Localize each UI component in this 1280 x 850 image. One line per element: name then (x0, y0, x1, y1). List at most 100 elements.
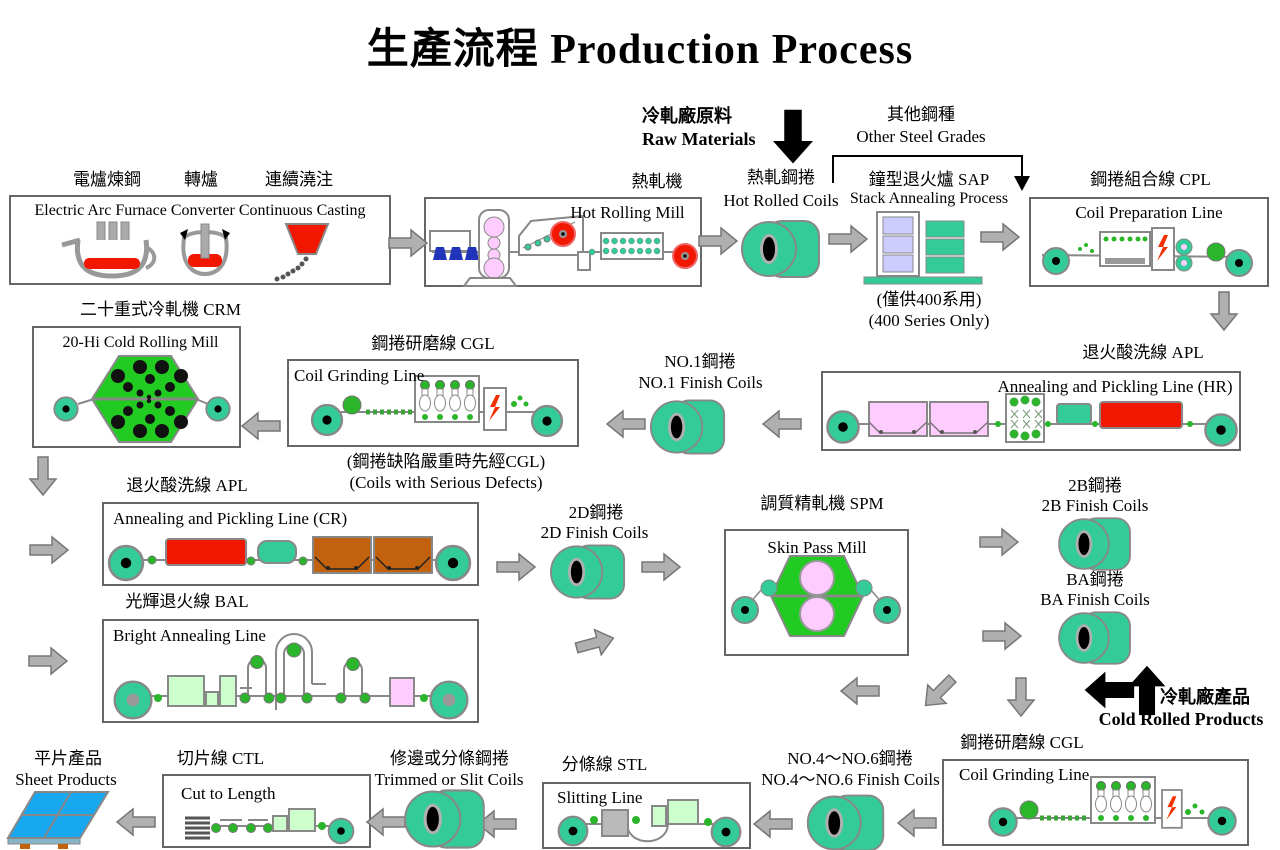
arrow-cglbot-to-no46 (897, 809, 937, 837)
stl-label-en: Slitting Line (557, 788, 643, 807)
other-steel-grades-connector (832, 155, 1030, 191)
stl-label-zh: 分條線 STL (561, 755, 648, 774)
apl-hr-label-en: Annealing and Pickling Line (HR) (997, 377, 1233, 396)
cpl-line-icon (1041, 227, 1253, 277)
hot-rolling-mill-label-zh: 熱軋機 (631, 172, 683, 191)
apl-cr-label-zh: 退火酸洗線 APL (126, 476, 248, 495)
spm-label-en: Skin Pass Mill (767, 538, 867, 557)
sap-note-en: (400 Series Only) (868, 311, 990, 330)
arrow-aplhr-to-no1 (762, 410, 802, 438)
cgl-bot-label-en: Coil Grinding Line (959, 765, 1090, 784)
sap-icon (863, 211, 983, 285)
page-title: 生產流程 Production Process (366, 27, 914, 73)
casting-label-zh: 連續澆注 (265, 170, 333, 189)
coils-2b-label-en: 2B Finish Coils (1041, 496, 1149, 515)
cold-rolled-label-en: Cold Rolled Products (1098, 709, 1264, 729)
hot-rolling-mill-icon (429, 209, 698, 287)
arrow-down-to-cglbot (1007, 677, 1035, 717)
raw-materials-label-en: Raw Materials (642, 129, 756, 149)
spm-skin-pass-mill-icon (731, 555, 901, 637)
arrow-trim-to-ctl (366, 808, 406, 836)
converter-icon (180, 223, 230, 277)
converter-label-zh: 轉爐 (184, 170, 218, 189)
arrow-into-bal (28, 647, 68, 675)
cgl-bot-line-icon (988, 776, 1237, 837)
coil-2b-icon (1058, 517, 1131, 571)
arrow-no1-to-cgl (606, 410, 646, 438)
arrow-hrm-to-coils (698, 227, 738, 255)
coils-2d-label-en: 2D Finish Coils (540, 523, 649, 542)
raw-materials-label-zh: 冷軋廠原料 (642, 106, 732, 126)
coils-ba-label-zh: BA鋼捲 (1066, 570, 1124, 589)
sap-note-zh: (僅供400系用) (876, 290, 982, 309)
sheet-products-label-zh: 平片產品 (34, 749, 102, 768)
arrow-no46-to-stl (753, 810, 793, 838)
crm-label-en: 20-Hi Cold Rolling Mill (62, 334, 219, 351)
trimmed-coils-label-zh: 修邊或分條鋼捲 (390, 749, 509, 768)
arrow-crm-down (29, 456, 57, 496)
apl-hr-line-icon (826, 393, 1238, 447)
hot-rolled-coil-icon (741, 220, 820, 278)
bal-label-en: Bright Annealing Line (113, 626, 266, 645)
trimmed-coils-label-en: Trimmed or Slit Coils (374, 770, 524, 789)
stl-line-icon (557, 799, 742, 848)
sheet-products-label-en: Sheet Products (15, 770, 117, 789)
no46-coil-icon (806, 794, 885, 850)
arrow-bal-up-right (572, 624, 618, 662)
arrow-cgl-to-crm (241, 412, 281, 440)
arrow-ctl-to-sheet (116, 808, 156, 836)
cold-rolled-label-zh: 冷軋廠產品 (1160, 687, 1250, 707)
cgl-mid-label-zh: 鋼捲研磨線 CGL (371, 334, 495, 353)
cold-rolled-left-arrow (1084, 671, 1135, 709)
eaf-label-zh: 電爐煉鋼 (73, 170, 141, 189)
arrow-spm-to-2b (979, 528, 1019, 556)
spm-label-zh: 調質精軋機 SPM (760, 494, 884, 513)
arrow-meltshop-to-hrm (388, 229, 428, 257)
no1-coils-label-en: NO.1 Finish Coils (638, 373, 763, 392)
no1-coil-icon (650, 399, 726, 455)
eaf-icon (61, 221, 157, 279)
raw-materials-down-arrow (773, 109, 813, 164)
apl-hr-label-zh: 退火酸洗線 APL (1082, 343, 1204, 362)
arrow-aplcr-to-2d (496, 553, 536, 581)
hot-rolling-mill-label-en: Hot Rolling Mill (570, 203, 685, 222)
arrow-into-aplcr (29, 536, 69, 564)
cgl-mid-line-icon (310, 375, 564, 438)
apl-cr-line-icon (107, 536, 472, 582)
no1-coils-label-zh: NO.1鋼捲 (664, 352, 736, 371)
bal-box (102, 619, 479, 723)
continuous-casting-icon (274, 223, 330, 282)
coil-ba-icon (1058, 611, 1131, 665)
bal-line-icon (113, 633, 469, 720)
sheet-products-icon (6, 791, 110, 849)
sap-label-en: Stack Annealing Process (849, 190, 1009, 207)
arrow-bal-to-ba (982, 622, 1022, 650)
cgl-mid-note-zh: (鋼捲缺陷嚴重時先經CGL) (346, 452, 546, 471)
coils-2b-label-zh: 2B鋼捲 (1068, 476, 1122, 495)
other-steel-label-en: Other Steel Grades (856, 127, 986, 146)
hot-rolled-coils-label-zh: 熱軋鋼捲 (747, 168, 815, 187)
cpl-label-zh: 鋼捲組合線 CPL (1090, 170, 1211, 189)
coil-2d-icon (550, 544, 626, 600)
cgl-mid-note-en: (Coils with Serious Defects) (349, 473, 543, 492)
arrow-left-lower (840, 677, 880, 705)
hot-rolled-coils-label-en: Hot Rolled Coils (723, 191, 839, 210)
trimmed-coil-icon (404, 789, 485, 849)
arrow-coils-to-sap (828, 225, 868, 253)
ctl-label-zh: 切片線 CTL (176, 749, 265, 768)
crm-20hi-mill-icon (53, 355, 231, 443)
arrow-diag-down-left (915, 668, 963, 716)
cgl-mid-label-en: Coil Grinding Line (294, 366, 425, 385)
ctl-line-icon (185, 808, 355, 845)
other-steel-label-zh: 其他鋼種 (887, 105, 955, 124)
ctl-label-en: Cut to Length (181, 784, 276, 803)
melt-shop-label-en: Electric Arc Furnace Converter Continuou… (34, 202, 366, 219)
no46-coils-label-zh: NO.4～NO.6鋼捲 (787, 749, 913, 768)
arrow-sap-to-cpl (980, 223, 1020, 251)
coils-ba-label-en: BA Finish Coils (1040, 590, 1150, 609)
arrow-cpl-down (1210, 291, 1238, 331)
crm-label-zh: 二十重式冷軋機 CRM (79, 300, 242, 319)
bal-label-zh: 光輝退火線 BAL (125, 592, 249, 611)
